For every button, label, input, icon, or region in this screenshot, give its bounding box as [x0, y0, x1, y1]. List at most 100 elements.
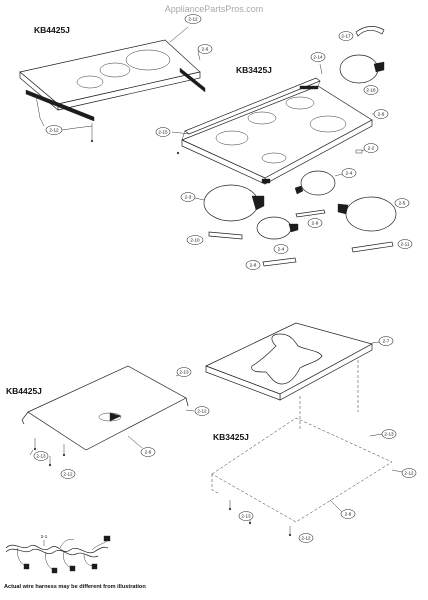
- leader-line: [369, 433, 383, 437]
- svg-text:2-14: 2-14: [313, 55, 323, 60]
- svg-text:2-8: 2-8: [345, 512, 352, 517]
- callout-2-12[interactable]: 2-12: [401, 468, 417, 478]
- burner-ring: [76, 75, 104, 89]
- callout-2-12[interactable]: 2-12: [194, 406, 210, 416]
- leader-line: [35, 95, 45, 127]
- wire-harness-part: [5, 535, 111, 574]
- svg-text:2-9: 2-9: [312, 221, 319, 226]
- callout-2-8[interactable]: 2-8: [340, 509, 356, 519]
- callout-2-5[interactable]: 2-5: [394, 198, 410, 208]
- callout-2-7[interactable]: 2-7: [378, 336, 394, 346]
- leader-line: [329, 499, 343, 513]
- cooktop-pan-dashed: [211, 417, 393, 523]
- callout-2-6[interactable]: 2-6: [373, 109, 389, 119]
- callout-2-4[interactable]: 2-4: [273, 244, 289, 254]
- trim-strip: [261, 178, 271, 184]
- pan-hole-shadow: [109, 412, 122, 422]
- burner-ring: [247, 111, 277, 125]
- callout-2-6[interactable]: 2-6: [140, 447, 156, 457]
- callout-2-15[interactable]: 2-15: [155, 127, 171, 137]
- burner-ring: [261, 152, 287, 164]
- svg-text:2-4: 2-4: [278, 247, 285, 252]
- leader-line: [194, 197, 205, 201]
- callout-2-12[interactable]: 2-12: [298, 533, 314, 543]
- svg-text:2-10: 2-10: [190, 238, 200, 243]
- callout-2-1[interactable]: 2-1: [41, 534, 48, 539]
- callout-2-13[interactable]: 2-13: [176, 367, 192, 377]
- callout-2-8[interactable]: 2-8: [245, 260, 261, 270]
- rail-edge: [181, 130, 186, 141]
- svg-text:2-2: 2-2: [368, 146, 375, 151]
- kb3425j-cooktop-top: KB3425J: [171, 63, 384, 185]
- svg-text:2-11: 2-11: [401, 242, 410, 247]
- svg-text:2-13: 2-13: [179, 370, 189, 375]
- leader-line: [127, 435, 143, 449]
- callout-2-3[interactable]: 2-3: [180, 192, 196, 202]
- svg-text:2-12: 2-12: [301, 536, 311, 541]
- kb4425j-pan-bottom: KB4425J: [6, 365, 195, 467]
- callout-2-13[interactable]: 2-13: [33, 451, 49, 461]
- callout-2-13[interactable]: 2-13: [238, 511, 254, 521]
- callout-2-16[interactable]: 2-16: [363, 85, 379, 95]
- leader-line: [29, 449, 34, 456]
- wire-harness-footnote: Actual wire harness may be different fro…: [4, 584, 146, 590]
- svg-text:2-12: 2-12: [404, 471, 414, 476]
- callout-2-6[interactable]: 2-6: [197, 44, 213, 54]
- callout-2-12[interactable]: 2-12: [45, 125, 63, 135]
- kb4425j-cooktop-top: KB4425J: [19, 25, 206, 143]
- burner-ring: [309, 115, 347, 133]
- model-label-top-right: KB3425J: [236, 65, 272, 75]
- svg-text:2-13: 2-13: [384, 432, 394, 437]
- leader-line: [169, 26, 189, 43]
- leader-line: [391, 469, 403, 473]
- svg-text:2-17: 2-17: [341, 34, 351, 39]
- leader-line: [61, 125, 93, 131]
- svg-text:2-16: 2-16: [366, 88, 376, 93]
- svg-text:2-12: 2-12: [197, 409, 207, 414]
- callout-2-13[interactable]: 2-13: [381, 429, 397, 439]
- svg-text:2-13: 2-13: [36, 454, 46, 459]
- callout-2-12[interactable]: 2-12: [60, 469, 76, 479]
- callout-2-10[interactable]: 2-10: [186, 235, 204, 245]
- part-2-10-strip: [208, 231, 243, 240]
- part-2-3-burner: [203, 184, 265, 222]
- callout-2-12[interactable]: 2-12: [184, 14, 202, 24]
- cooktop-pan: [27, 365, 187, 451]
- model-label-top-left: KB4425J: [34, 25, 70, 35]
- part-2-7-glass-top: [205, 322, 373, 401]
- cooktop-side-edge: [181, 139, 266, 185]
- callout-2-14[interactable]: 2-14: [310, 52, 326, 62]
- part-2-11-strip: [351, 241, 394, 253]
- svg-text:2-8: 2-8: [250, 263, 257, 268]
- callout-2-4[interactable]: 2-4: [341, 168, 357, 178]
- part-2-4-burner: [294, 170, 336, 196]
- burner-ring: [125, 49, 171, 71]
- svg-text:2-5: 2-5: [399, 201, 406, 206]
- pan-lip: [211, 474, 221, 495]
- callout-2-9[interactable]: 2-9: [307, 218, 323, 228]
- leader-line: [319, 63, 323, 75]
- pan-lip: [21, 411, 29, 425]
- svg-text:2-12: 2-12: [63, 472, 73, 477]
- leader-line: [185, 409, 195, 412]
- watermark-text: AppliancePartsPros.com: [165, 4, 264, 14]
- svg-text:2-12: 2-12: [49, 128, 59, 133]
- burner-ring: [99, 62, 131, 78]
- screw-icon: [90, 139, 94, 143]
- trim-strip-left: [25, 89, 95, 122]
- callout-2-2[interactable]: 2-2: [363, 143, 379, 153]
- leader-line: [371, 341, 380, 344]
- callout-2-11[interactable]: 2-11: [397, 239, 413, 249]
- svg-text:2-3: 2-3: [185, 195, 192, 200]
- svg-text:2-1: 2-1: [41, 534, 48, 539]
- pan-lip: [185, 397, 189, 407]
- svg-text:2-13: 2-13: [241, 514, 251, 519]
- rail-edge: [317, 80, 321, 87]
- callout-2-17[interactable]: 2-17: [338, 31, 354, 41]
- svg-text:2-15: 2-15: [158, 130, 168, 135]
- screw-icon: [355, 149, 363, 154]
- leader-line: [171, 131, 191, 135]
- part-2-8-strip: [262, 257, 297, 267]
- part-2-16-burner: [339, 54, 385, 84]
